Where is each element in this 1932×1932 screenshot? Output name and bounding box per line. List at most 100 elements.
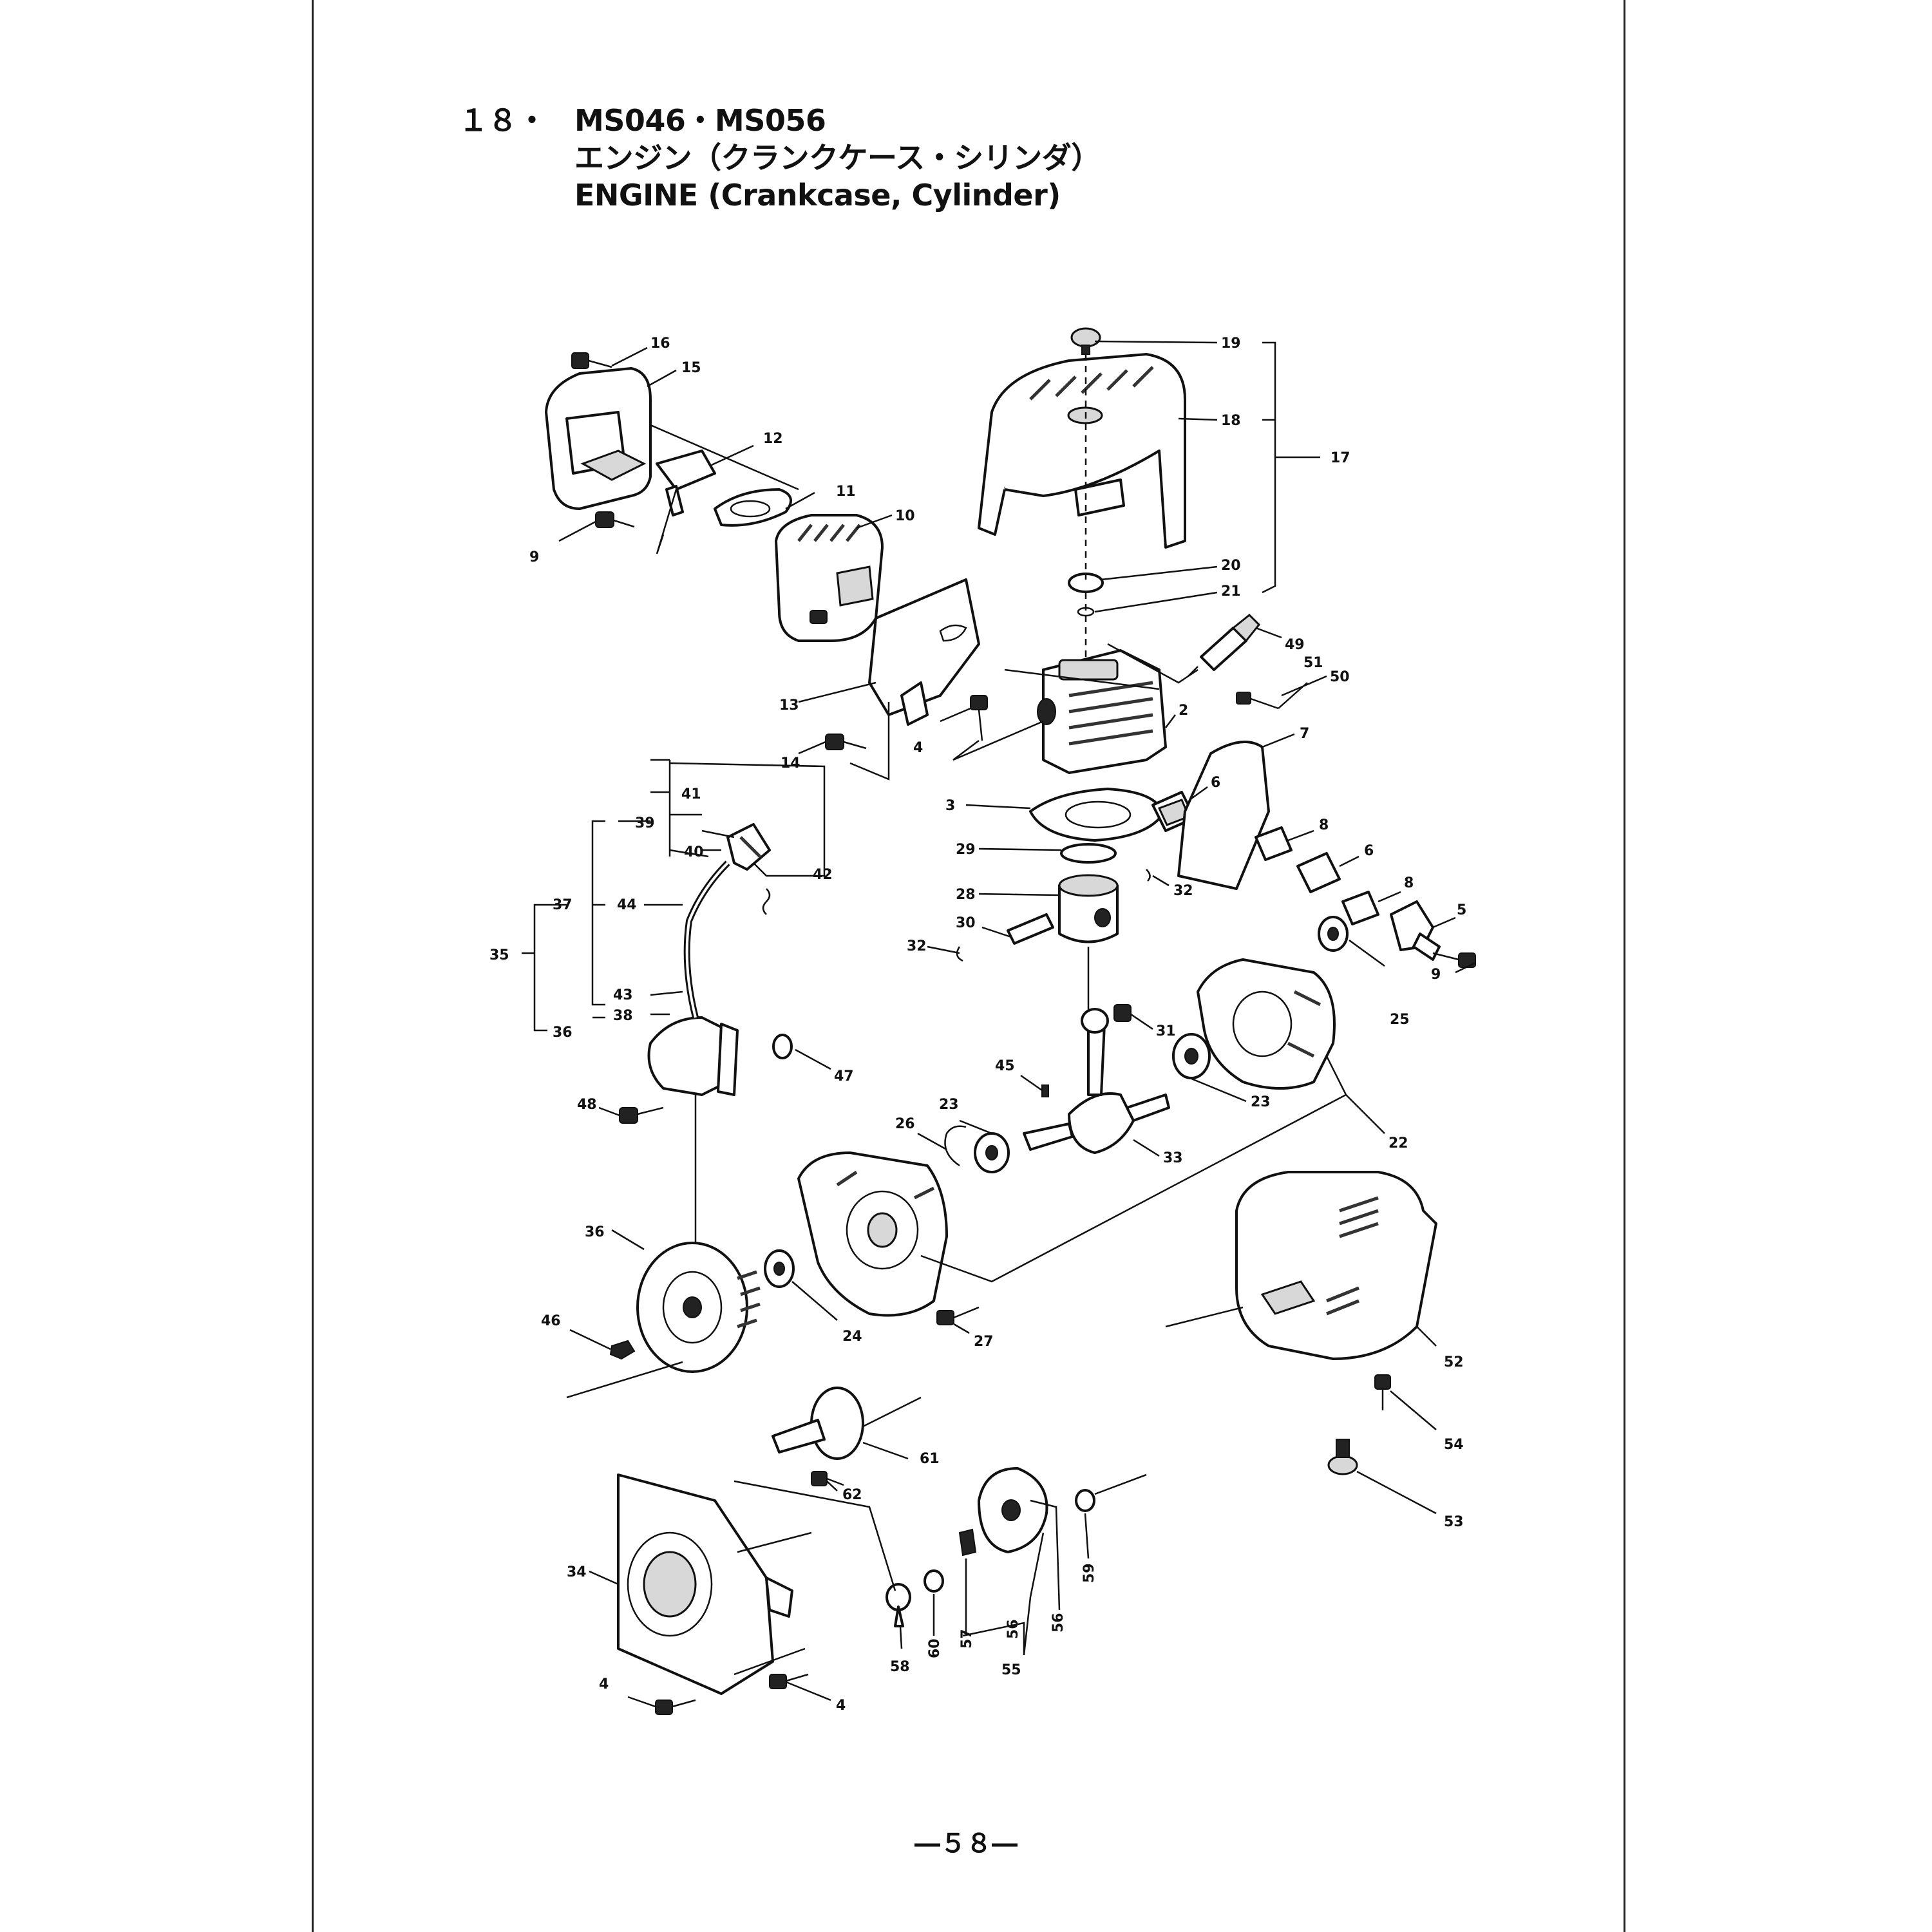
callout-45: 45 [995,1058,1015,1074]
callout-31: 31 [1156,1023,1176,1039]
callout-4: 4 [913,740,923,756]
knob-19-drawing [1070,327,1101,355]
callout-55: 55 [1001,1662,1021,1678]
title-japanese: エンジン（クランクケース・シリンダ） [574,140,1101,175]
nut-46-drawing [609,1340,636,1360]
muffler-10-drawing [775,514,884,642]
callout-59: 59 [1081,1563,1097,1583]
callout-37: 37 [553,897,573,913]
bolt-58-drawing [886,1583,911,1627]
callout-3: 3 [945,798,955,814]
callout-47: 47 [834,1068,854,1084]
circlip-26-drawing [944,1125,967,1167]
grommet-53-drawing [1327,1439,1358,1475]
crankcase-right-drawing [1197,958,1336,1090]
callout-12: 12 [763,431,783,447]
fan-cover-18-drawing [978,353,1186,549]
callout-30: 30 [956,915,976,931]
callout-23: 23 [939,1097,959,1113]
screw-54-drawing [1374,1374,1391,1410]
callout-17: 17 [1331,450,1350,466]
clutch-case-34-drawing [617,1473,793,1695]
callout-36: 36 [585,1224,605,1240]
gasket-8-drawing [1255,826,1379,925]
plate-7-drawing [1177,741,1270,890]
callout-50: 50 [1330,669,1350,685]
bolt-14-drawing [825,734,867,750]
callout-20: 20 [1221,558,1241,574]
callout-57: 57 [959,1629,975,1649]
callout-32: 32 [907,938,927,954]
callout-34: 34 [567,1564,587,1580]
carb-adapter-5-drawing [1390,900,1441,961]
leader-lines [522,340,1476,1708]
assembly-lines [566,424,1347,1676]
callout-7: 7 [1300,726,1309,742]
cylinder-gasket-3-drawing [1029,788,1164,842]
callout-15: 15 [681,360,701,376]
callout-56: 56 [1050,1613,1066,1633]
parts-sheet [312,0,1625,1932]
bearing-23-left-drawing [974,1132,1010,1173]
clutch-shoe-56-drawing [978,1467,1048,1553]
callout-16: 16 [650,336,670,352]
ignition-coil-38-drawing [647,1016,739,1096]
callout-21: 21 [1221,583,1241,600]
stud-50-51-drawing [1236,692,1279,710]
cylinder-2-drawing [1037,649,1167,774]
callout-24: 24 [842,1329,862,1345]
callout-61: 61 [920,1451,940,1467]
callout-labels: 2 3 4 4 4 5 6 6 7 8 8 9 9 10 11 12 13 14… [489,336,1466,1714]
callout-44: 44 [617,897,637,913]
bolt-62-drawing [811,1471,844,1486]
plug-cap-41-drawing [726,823,771,871]
title-line-models: １８・MS046・MS056 [459,102,1101,139]
crankcase-left-drawing [797,1151,948,1317]
callout-49: 49 [1285,637,1305,653]
callout-35: 35 [489,947,509,963]
callout-8: 8 [1319,817,1329,833]
bolt-16-drawing [571,352,612,369]
hv-cord-44-drawing [683,860,730,1019]
washer-20-drawing [1068,573,1104,593]
spring-42-drawing [762,888,771,915]
bolt-9-upper-drawing [595,511,635,528]
page-number: ―５８― [914,1829,1018,1859]
callout-18: 18 [1221,413,1241,429]
callout-6: 6 [1211,775,1220,791]
callout-62: 62 [842,1487,862,1503]
callout-42: 42 [813,867,833,883]
piston-pin-30-drawing [1007,913,1054,945]
bolt-4-lower-left-drawing [655,1699,696,1715]
callout-46: 46 [541,1313,561,1329]
callout-26: 26 [895,1116,915,1132]
washer-60-drawing [923,1569,944,1593]
callout-4: 4 [599,1676,609,1692]
bolt-48-drawing [619,1106,664,1124]
callout-54: 54 [1444,1437,1464,1453]
bracket-12-drawing [656,450,716,516]
callout-5: 5 [1457,902,1466,918]
callout-6: 6 [1364,843,1374,859]
fuel-tank-52-drawing [1235,1171,1437,1360]
callout-36: 36 [553,1025,573,1041]
callout-27: 27 [974,1334,994,1350]
callout-9: 9 [529,549,539,565]
callout-8: 8 [1404,875,1414,891]
bearing-24-drawing [764,1249,795,1288]
callout-56: 56 [1005,1619,1021,1639]
callout-33: 33 [1163,1150,1183,1166]
callout-22: 22 [1388,1135,1408,1151]
callout-48: 48 [577,1097,597,1113]
key-45-drawing [1041,1084,1049,1097]
callout-25: 25 [1390,1012,1410,1028]
callout-13: 13 [779,697,799,714]
spring-57-drawing [958,1528,977,1557]
model-names: MS046・MS056 [574,103,826,138]
clip-32-drawing [956,869,1151,962]
callout-39: 39 [635,815,655,831]
callout-43: 43 [613,987,633,1003]
clutch-hub-61-drawing [772,1387,864,1460]
callout-10: 10 [895,508,915,524]
